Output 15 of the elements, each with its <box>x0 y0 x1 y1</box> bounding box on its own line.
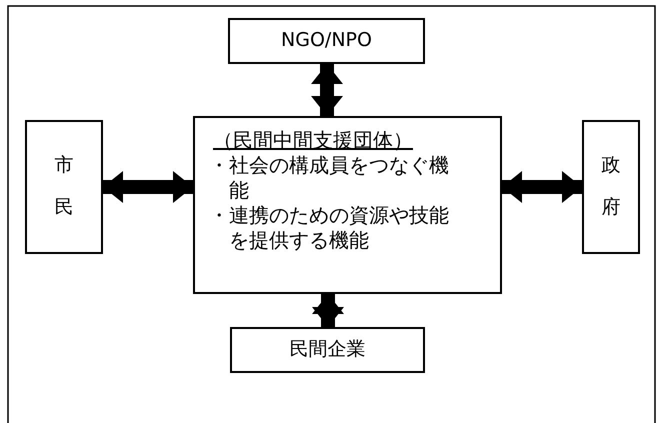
heading: （民間中間支援団体） <box>213 128 413 153</box>
actor-box <box>582 120 640 254</box>
double-arrow <box>103 171 193 203</box>
function-text: ・連携のための資源や技能を提供する機能 <box>209 203 450 253</box>
double-arrow <box>502 171 582 203</box>
node-label: NGO/NPO <box>281 29 372 53</box>
double-arrow <box>311 64 343 116</box>
actor-box <box>228 18 425 64</box>
node-label: 民間企業 <box>290 338 366 362</box>
node-label: 政府 <box>602 153 620 220</box>
actor-box <box>25 120 103 254</box>
function-text: ・社会の構成員をつなぐ機能 <box>209 153 450 203</box>
node-label: 市民 <box>54 153 74 220</box>
actor-box <box>230 327 425 373</box>
organization-box <box>193 116 502 294</box>
